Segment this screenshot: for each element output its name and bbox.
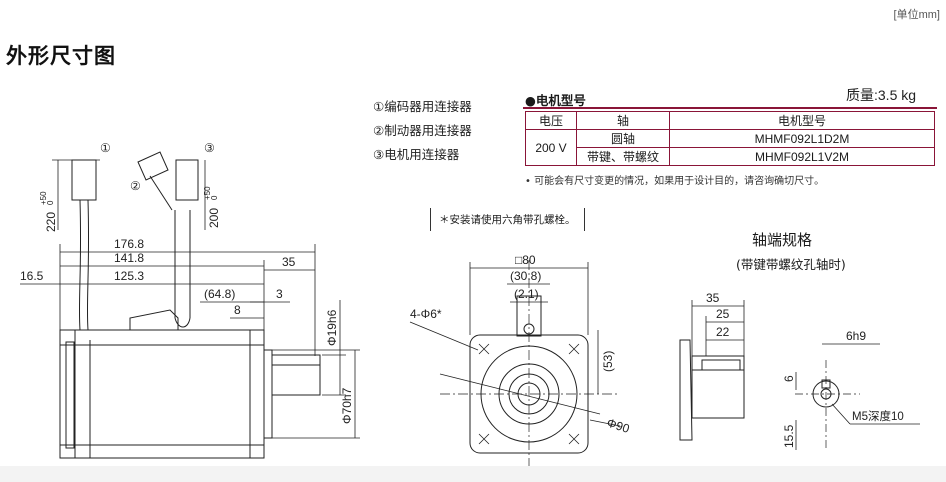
motor-front-view — [440, 260, 620, 470]
bottom-strip — [0, 466, 946, 482]
dim-200: 200 — [207, 208, 221, 228]
table-row: 200 V 圆轴 MHMF092L1D2M — [525, 129, 935, 166]
dim-2-1: (2.1) — [514, 287, 539, 301]
header-voltage: 电压 — [525, 111, 577, 130]
voltage-cell: 200 V — [525, 129, 577, 166]
dim-mount-holes: 4-Φ6* — [410, 307, 442, 321]
dim-key-6h9: 6h9 — [846, 329, 866, 343]
table-top-rule — [523, 107, 937, 109]
dim-35: 35 — [282, 255, 296, 269]
dim-shaft-diameter: Φ19h6 — [325, 309, 339, 346]
dim-200-tol-zero: 0 — [210, 195, 219, 200]
dim-spigot-diameter: Φ70h7 — [340, 387, 354, 424]
unit-label: [单位mm] — [893, 9, 940, 21]
dim-shaft-35: 35 — [706, 291, 720, 305]
dim-200-tol-plus: +50 — [203, 186, 212, 200]
dim-30-8: (30.8) — [510, 269, 541, 283]
table-header-row: 电压 轴 电机型号 — [525, 111, 935, 130]
model-cell: MHMF092L1V2M — [669, 147, 935, 166]
bolt-note-text: ＊安装请使用六角带孔螺栓。 — [439, 214, 576, 226]
shaft-end-view — [679, 339, 860, 450]
connector-callout-2: ② — [130, 179, 141, 193]
motor-side-body — [59, 151, 321, 459]
dim-125-3: 125.3 — [114, 269, 144, 283]
shaft-spec-subtitle: (带键带螺纹孔轴时) — [736, 257, 846, 272]
weight-label: 质量:3.5 kg — [846, 87, 917, 103]
model-table: 电压 轴 电机型号 200 V 圆轴 MHMF092L1D2M 带键、带螺纹 M… — [525, 111, 935, 166]
dim-15-5: 15.5 — [782, 424, 796, 448]
model-heading: ●电机型号 — [525, 93, 586, 108]
side-dimension-lines — [20, 159, 360, 439]
dim-220-tol-plus: +50 — [39, 191, 48, 205]
bolt-note: ＊安装请使用六角带孔螺栓。 — [430, 208, 585, 231]
page-title: 外形尺寸图 — [6, 44, 116, 68]
connector-item-motor: ③电机用连接器 — [373, 147, 460, 162]
dim-shaft-22: 22 — [716, 325, 730, 339]
header-shaft: 轴 — [576, 111, 670, 130]
connector-item-encoder: ①编码器用连接器 — [373, 99, 472, 114]
dim-64-8: (64.8) — [204, 287, 235, 301]
table-row: 带键、带螺纹 MHMF092L1V2M — [526, 147, 935, 166]
dim-220: 220 — [44, 212, 58, 232]
connector-item-brake: ②制动器用连接器 — [373, 123, 472, 138]
connector-callout-1: ① — [100, 141, 111, 155]
model-cell: MHMF092L1D2M — [669, 129, 935, 148]
header-model: 电机型号 — [669, 111, 935, 130]
front-dimension-lines — [409, 262, 621, 427]
dim-3: 3 — [276, 287, 283, 301]
dim-key-6: 6 — [782, 375, 796, 382]
connector-callout-3: ③ — [204, 141, 215, 155]
dim-pcd-90: Φ90 — [605, 416, 631, 436]
dim-8: 8 — [234, 303, 241, 317]
dim-16-5: 16.5 — [20, 269, 44, 283]
dimension-note: • 可能会有尺寸变更的情况，如果用于设计目的，请咨询确切尺寸。 — [525, 176, 825, 187]
dim-square-80: □80 — [515, 253, 536, 267]
dim-176-8: 176.8 — [114, 237, 144, 251]
shaft-cell: 带键、带螺纹 — [576, 147, 670, 166]
dim-53: (53) — [601, 351, 615, 372]
dim-shaft-25: 25 — [716, 307, 730, 321]
connector-legend: ①编码器用连接器 ②制动器用连接器 ③电机用连接器 — [373, 95, 472, 167]
shaft-dimension-lines — [691, 300, 920, 450]
shaft-spec-title: 轴端规格 — [752, 231, 813, 249]
dim-m5-thread: M5深度10 — [852, 409, 904, 423]
dim-141-8: 141.8 — [114, 251, 144, 265]
dim-220-tol-zero: 0 — [46, 200, 55, 205]
